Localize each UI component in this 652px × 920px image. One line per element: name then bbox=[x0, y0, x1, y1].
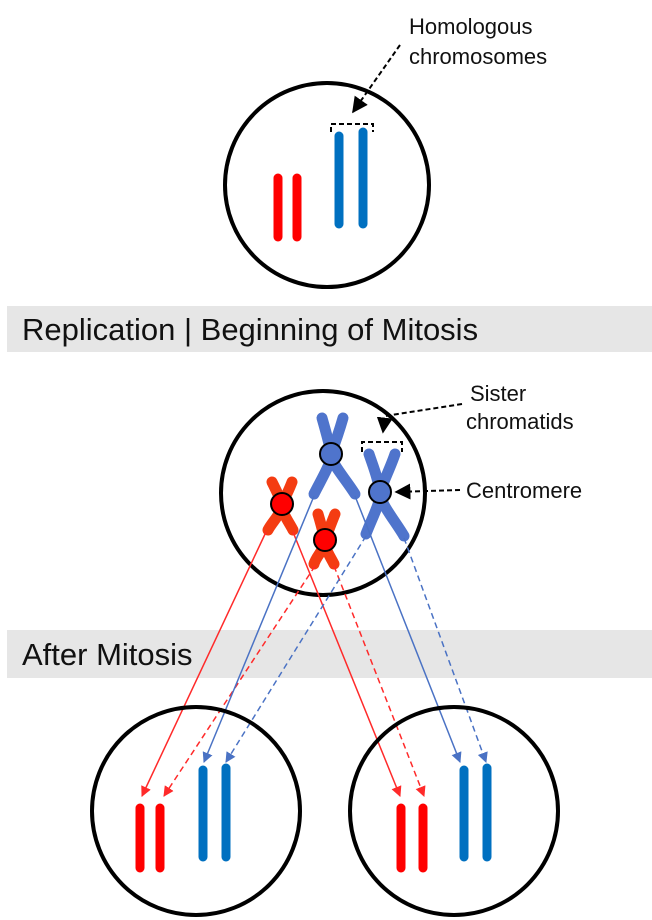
homologous-label-line2: chromosomes bbox=[409, 44, 547, 69]
daughter-cell-left-membrane bbox=[90, 705, 302, 917]
centromere bbox=[319, 442, 343, 466]
red-chromatid-arrow bbox=[141, 531, 267, 797]
centromere-pointer-arrow bbox=[394, 483, 461, 500]
blue-chromatid-arrow bbox=[354, 495, 462, 763]
red-chromatid-arrow-dashed bbox=[333, 565, 426, 797]
blue-replicated-chromosome bbox=[360, 448, 410, 542]
sister-label-line2: chromatids bbox=[466, 409, 574, 434]
banner-replication-beginning-of-mitosis: Replication | Beginning of Mitosis bbox=[7, 306, 652, 352]
daughter-cell-right-membrane bbox=[348, 705, 560, 917]
homologous-label-line1: Homologous bbox=[409, 14, 533, 39]
centromere bbox=[368, 480, 392, 504]
red-replicated-chromosome bbox=[308, 508, 341, 570]
red-chromatid-arrow bbox=[292, 531, 402, 797]
parent-cell bbox=[223, 81, 431, 289]
parent-cell-membrane bbox=[223, 81, 431, 289]
centromere-label: Centromere bbox=[466, 478, 582, 503]
centromere bbox=[270, 492, 294, 516]
replicating-cell-membrane bbox=[219, 389, 427, 597]
blue-chromatid-arrow-dashed bbox=[225, 535, 367, 763]
homologous-pointer-arrow bbox=[352, 44, 401, 114]
centromere bbox=[313, 528, 337, 552]
blue-chromatid-arrow bbox=[202, 495, 315, 763]
daughter-cell-right bbox=[348, 705, 560, 917]
segregation-arrows bbox=[141, 495, 488, 797]
red-replicated-chromosome bbox=[262, 476, 299, 536]
sister-chromatids-bracket bbox=[361, 441, 403, 452]
red-chromatid-arrow-dashed bbox=[163, 565, 316, 797]
homologous-bracket bbox=[330, 123, 374, 132]
sister-label-line1: Sister bbox=[470, 381, 526, 406]
sister-pointer-arrow bbox=[376, 403, 463, 434]
banner-after-mitosis: After Mitosis bbox=[7, 630, 652, 678]
replicating-cell bbox=[219, 389, 427, 597]
blue-replicated-chromosome bbox=[308, 412, 361, 500]
daughter-cell-left bbox=[90, 705, 302, 917]
